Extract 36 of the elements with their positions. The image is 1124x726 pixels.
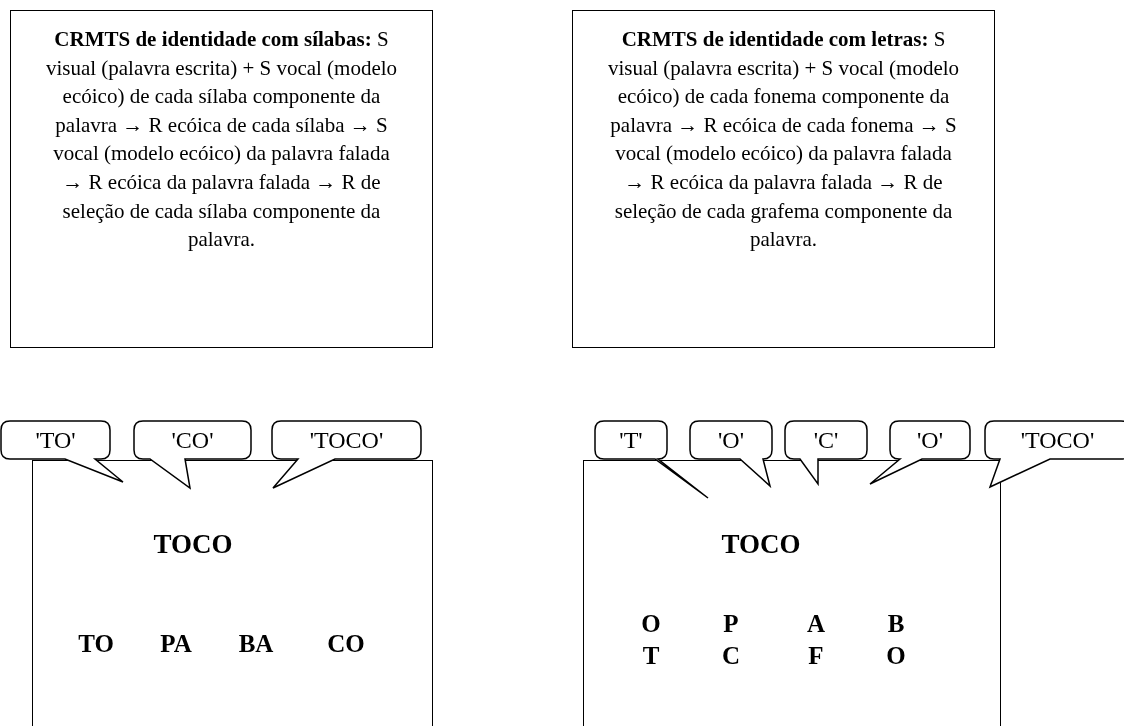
printed-word: TOCO (153, 531, 233, 558)
spoken-text: 'CO' (171, 428, 214, 452)
choice-item: O (886, 643, 906, 668)
speech-bubble (690, 421, 772, 486)
printed-word: TOCO (721, 531, 801, 558)
word-panel (583, 460, 1001, 726)
choice-item: T (642, 643, 660, 668)
choice-item: TO (78, 631, 114, 656)
spoken-text: 'TOCO' (309, 428, 384, 452)
description-text: CRMTS de identidade com letras: S visual (palavra escrita) + S vocal (modelo ecóico) de cada fonema componente da palavra → R ecóica de cada fonema → S vocal (modelo ecóico) da palavra falada → R ecóica da palavra falada → R de seleção de cada grafema componente da palavra. (607, 26, 960, 254)
spoken-text: 'O' (718, 428, 744, 452)
speech-bubble (785, 421, 867, 484)
speech-bubble (985, 421, 1124, 487)
choice-item: O (641, 611, 661, 636)
spoken-text: 'O' (917, 428, 943, 452)
choice-item: P (723, 611, 739, 636)
choice-item: A (806, 611, 826, 636)
speech-bubble (134, 421, 251, 488)
choice-item: BA (238, 631, 274, 656)
choice-item: B (887, 611, 905, 636)
speech-bubble (595, 421, 708, 498)
choice-item: PA (160, 631, 192, 656)
text-box (10, 10, 433, 348)
speech-bubble (1, 421, 123, 482)
spoken-text: 'T' (619, 428, 643, 452)
choice-item: C (721, 643, 741, 668)
choice-item: F (808, 643, 824, 668)
speech-bubble (870, 421, 970, 484)
choice-item: CO (327, 631, 365, 656)
text-box (572, 10, 995, 348)
spoken-text: 'C' (813, 428, 839, 452)
speech-bubble (272, 421, 421, 488)
spoken-text: 'TO' (35, 428, 76, 452)
word-panel (32, 460, 433, 726)
spoken-text: 'TOCO' (1020, 428, 1095, 452)
description-text: CRMTS de identidade com sílabas: S visual (palavra escrita) + S vocal (modelo ecóico) de cada sílaba componente da palavra → R ecóica de cada sílaba → S vocal (modelo ecóico) da palavra falada → R ecóica da palavra falada → R de seleção de cada sílaba componente da palavra. (45, 26, 398, 254)
